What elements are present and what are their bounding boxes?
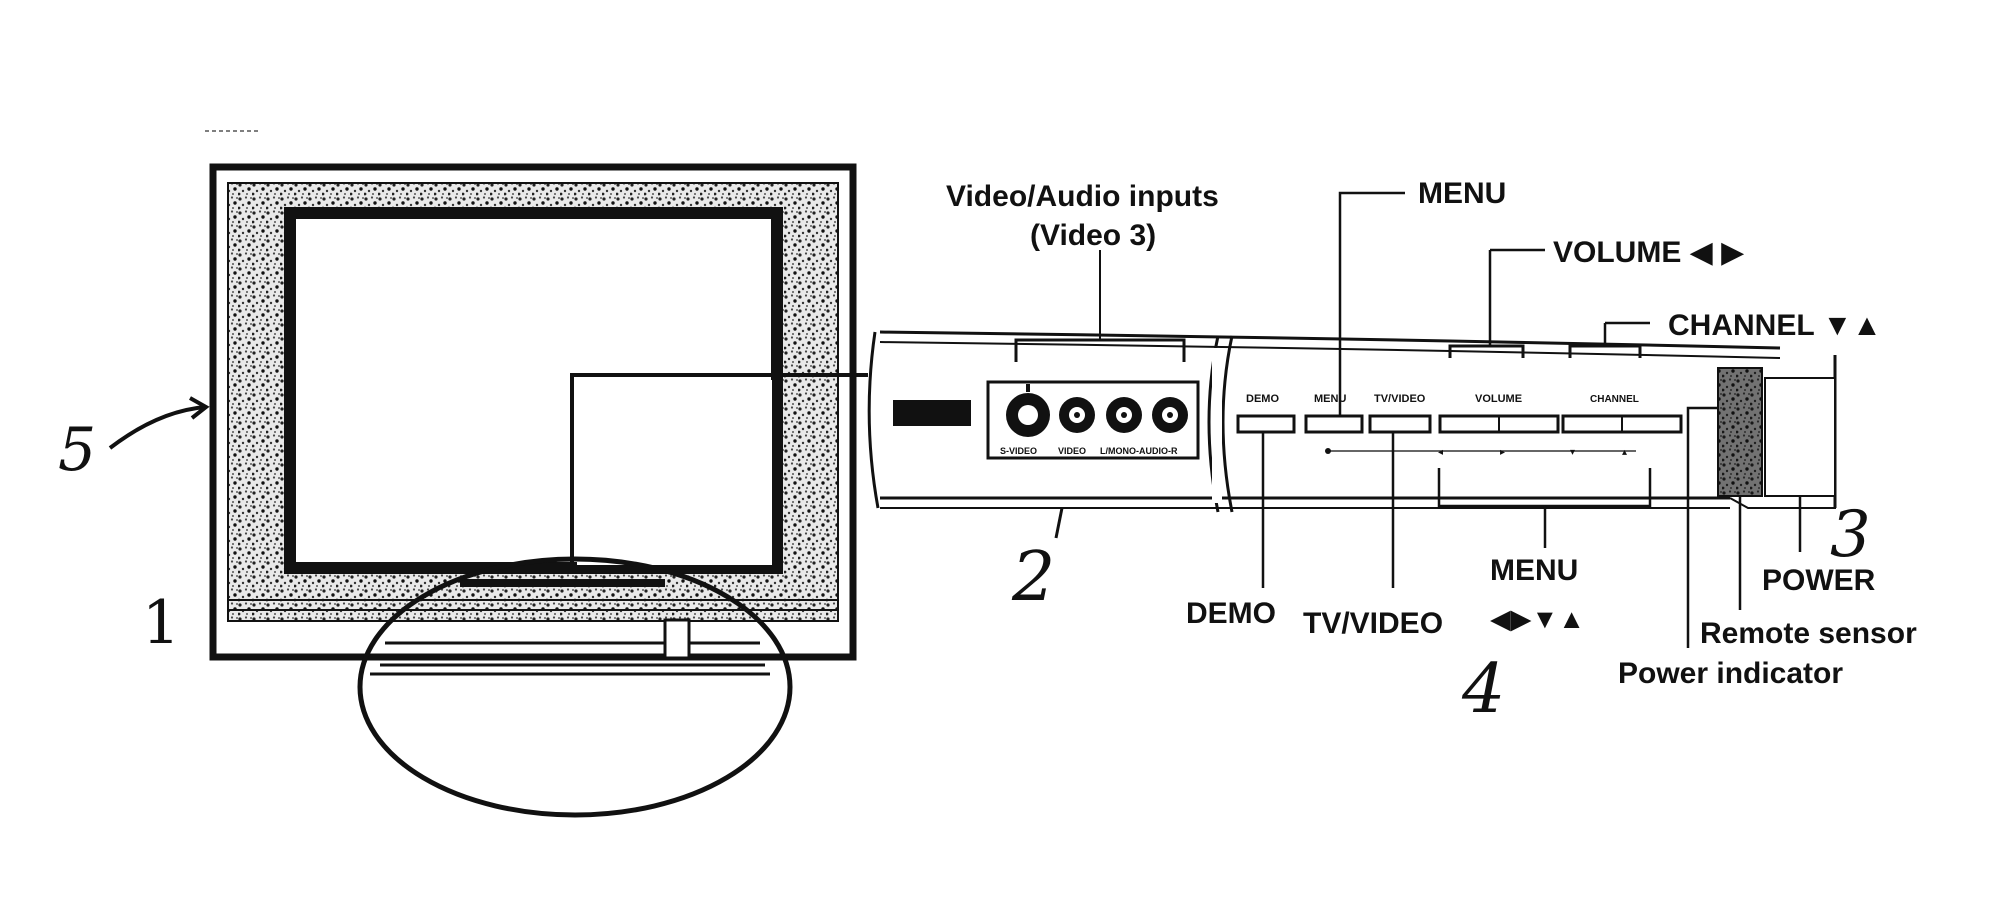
label-video-3: (Video 3) <box>1030 219 1156 252</box>
front-panel: S-VIDEO VIDEO L/MONO-AUDIO-R DEMO MENU T… <box>867 330 1837 513</box>
s-video-jack <box>1006 384 1050 437</box>
arrow-mark-left-icon: ◂ <box>1438 447 1443 458</box>
arrow-mark-down-icon: ▾ <box>1570 447 1575 458</box>
tv-set <box>209 163 868 818</box>
power-button[interactable] <box>1764 377 1836 497</box>
jack-label-s-video: S-VIDEO <box>1000 446 1037 456</box>
highlight-ellipse <box>357 556 793 818</box>
ref-number-2: 2 <box>1011 538 1055 617</box>
button-text-volume: VOLUME <box>1475 393 1522 405</box>
audio-r-jack <box>1152 397 1188 433</box>
label-arrows: ◀▶▼▲ <box>1490 604 1585 634</box>
demo-button[interactable] <box>1236 414 1296 434</box>
leader-lines <box>1014 191 1802 648</box>
audio-l-jack <box>1106 397 1142 433</box>
arrow-mark-up-icon: ▴ <box>1622 447 1627 458</box>
label-power-indicator: Power indicator <box>1618 657 1843 690</box>
tv-video-button[interactable] <box>1368 414 1432 434</box>
video-jack <box>1059 397 1095 433</box>
label-volume: VOLUME ◀ ▶ <box>1553 236 1744 269</box>
ref-number-4: 4 <box>1461 650 1505 729</box>
label-tv-video: TV/VIDEO <box>1303 607 1443 640</box>
label-channel: CHANNEL ▼▲ <box>1668 309 1882 342</box>
label-power: POWER <box>1762 564 1876 597</box>
menu-button[interactable] <box>1304 414 1364 434</box>
button-text-channel: CHANNEL <box>1590 394 1639 405</box>
button-text-tv-video: TV/VIDEO <box>1374 393 1426 405</box>
ref-number-1: 1 <box>142 588 180 658</box>
label-menu-top: MENU <box>1418 177 1506 210</box>
button-text-demo: DEMO <box>1246 393 1279 405</box>
jack-label-video: VIDEO <box>1058 446 1086 456</box>
ref-number-5: 5 <box>58 415 96 485</box>
label-video-audio-inputs: Video/Audio inputs <box>946 180 1219 213</box>
ref-number-3: 3 <box>1830 498 1871 572</box>
arrow-mark-right-icon: ▸ <box>1500 447 1505 458</box>
button-text-menu: MENU <box>1314 393 1346 405</box>
label-remote-sensor: Remote sensor <box>1700 617 1917 650</box>
label-menu-bottom: MENU <box>1490 554 1578 587</box>
jack-label-audio: L/MONO-AUDIO-R <box>1100 446 1178 456</box>
label-demo: DEMO <box>1186 597 1276 630</box>
